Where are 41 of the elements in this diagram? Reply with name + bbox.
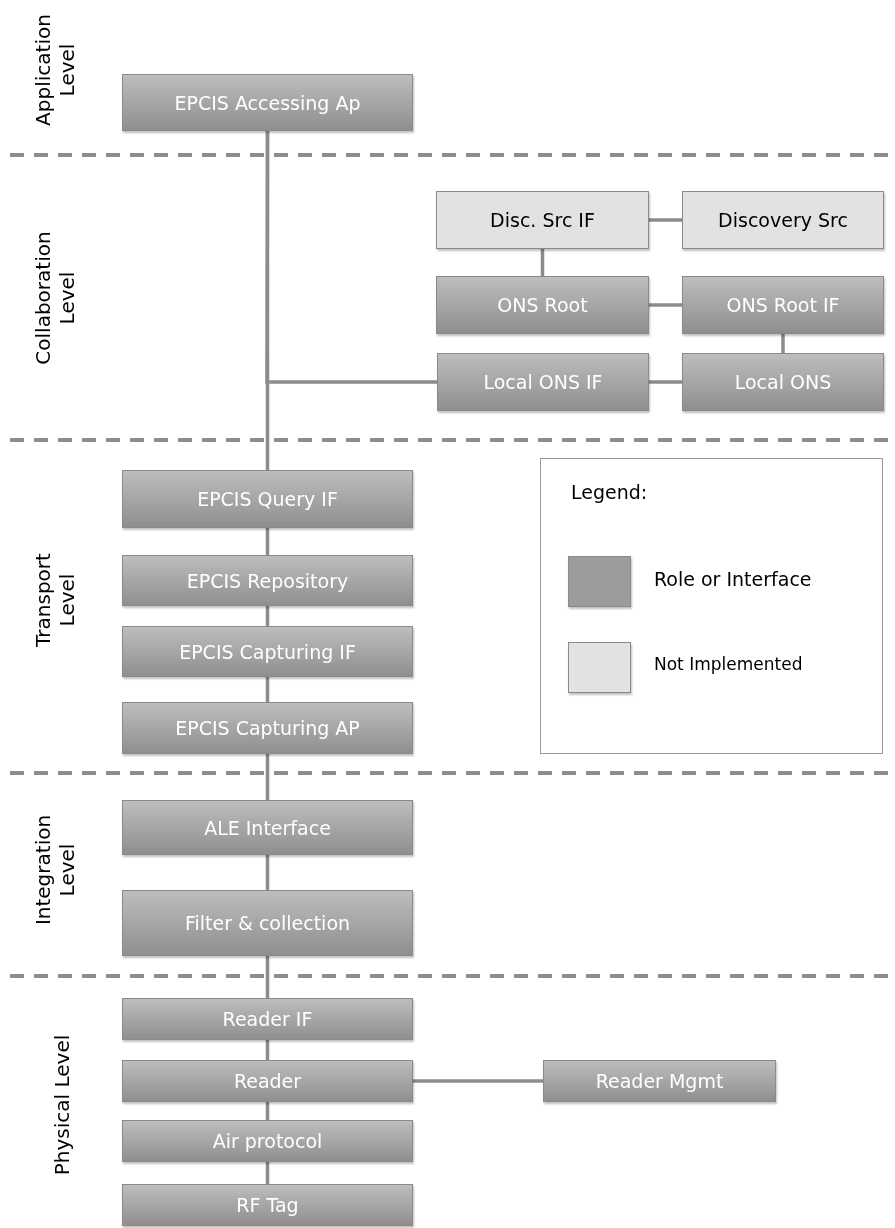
level-label: Transport Level [31,552,79,649]
role-box: Local ONS IF [437,353,649,411]
role-box: Local ONS [682,353,884,411]
connector-line [649,380,682,384]
unimplemented-role-box: Discovery Src [682,191,884,249]
role-box: Reader [122,1060,413,1102]
connector-line [781,334,785,353]
role-box: ONS Root [436,276,649,334]
connector-line [649,218,682,222]
connector-line [265,131,437,384]
role-box: ONS Root IF [682,276,884,334]
role-box: Reader Mgmt [543,1060,776,1102]
legend-title: Legend: [571,481,648,503]
connector-line [265,677,270,702]
level-label: Integration Level [31,813,79,928]
role-box: Reader IF [122,998,413,1040]
level-label: Collaboration Level [31,230,79,367]
connector-line [265,528,270,555]
connector-line [413,1079,543,1083]
role-box: EPCIS Repository [122,555,413,606]
role-box: EPCIS Accessing Ap [122,74,413,131]
legend-text: Role or Interface [654,568,812,590]
level-label: Physical Level [50,1033,74,1178]
role-box: Filter & collection [122,890,413,956]
legend-text: Not Implemented [654,654,803,674]
connector-line [265,754,270,800]
role-box: ALE Interface [122,800,413,855]
connector-line [649,303,682,307]
connector-line [265,606,270,626]
role-box: RF Tag [122,1184,413,1226]
level-label: Application Level [31,13,79,128]
role-box: EPCIS Query IF [122,470,413,528]
connector-line [265,1162,270,1184]
connector-line [265,956,270,998]
role-box: EPCIS Capturing AP [122,702,413,754]
role-box: EPCIS Capturing IF [122,626,413,677]
connector-line [265,1040,270,1060]
connector-line [540,249,545,276]
connector-line [265,855,270,890]
unimplemented-role-box: Disc. Src IF [436,191,649,249]
role-box: Air protocol [122,1120,413,1162]
